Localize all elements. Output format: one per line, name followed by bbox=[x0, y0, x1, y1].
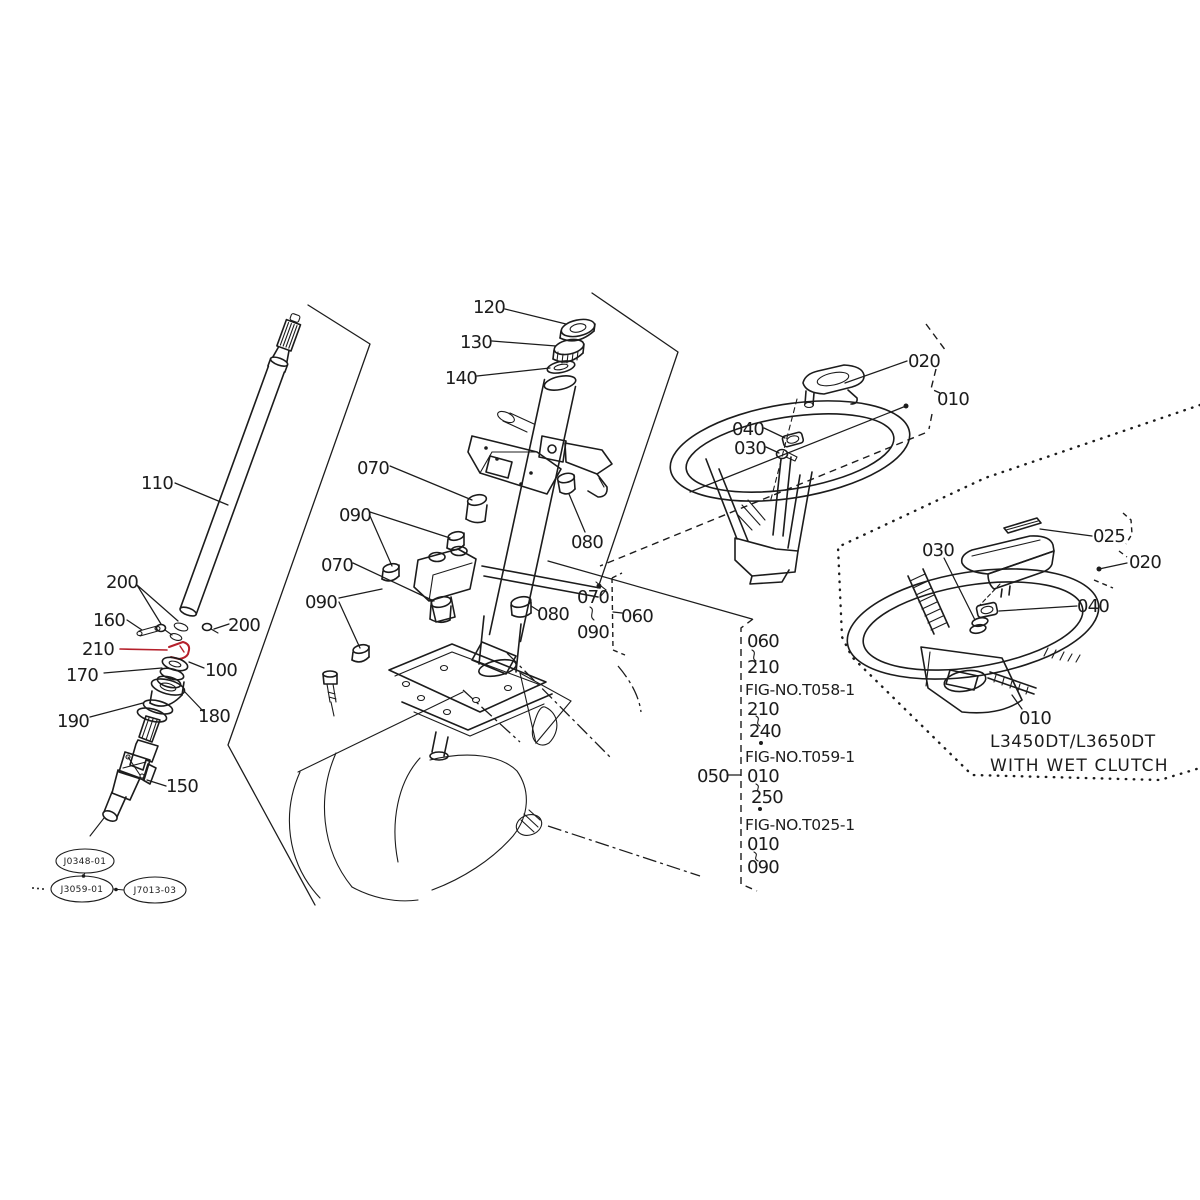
boundary-lines bbox=[227, 292, 1200, 906]
part-callout-200: 200 bbox=[106, 572, 138, 593]
bushing-080-lower bbox=[510, 595, 532, 618]
part-callout-140: 140 bbox=[445, 368, 477, 389]
part-callout-200: 200 bbox=[228, 615, 260, 636]
part-callout-030: 030 bbox=[922, 540, 954, 561]
part-callout-180: 180 bbox=[198, 706, 230, 727]
part-callout-190: 190 bbox=[57, 711, 89, 732]
callout-labels: 120 130 140 110 070 090 070 090 080 080 070 090 060 2… bbox=[57, 297, 1162, 896]
steering-wheel-upper-drawing bbox=[669, 364, 911, 585]
pin-160 bbox=[136, 625, 161, 637]
job-code: J0348-01 bbox=[63, 857, 107, 867]
part-callout-100: 100 bbox=[205, 660, 237, 681]
parts-list-item: 250 bbox=[751, 787, 783, 808]
parts-list-bracket-label: 050 bbox=[697, 766, 729, 787]
part-callout-160: 160 bbox=[93, 610, 125, 631]
nut-040-wetclutch bbox=[975, 601, 999, 619]
part-callout-010: 010 bbox=[937, 389, 969, 410]
highlighted-part-210 bbox=[168, 641, 191, 660]
part-callout-150: 150 bbox=[166, 776, 198, 797]
bolt-200-right bbox=[201, 622, 219, 634]
parts-list-item: 060 bbox=[747, 631, 779, 652]
part-callout-090: 090 bbox=[577, 622, 609, 643]
part-callout-210: 210 bbox=[82, 639, 114, 660]
part-callout-025: 025 bbox=[1093, 526, 1125, 547]
horn-cap-upper bbox=[802, 364, 865, 409]
nut-040-upper bbox=[781, 431, 805, 448]
steering-wheel-wetclutch-drawing bbox=[846, 517, 1100, 714]
part-callout-040: 040 bbox=[1077, 596, 1109, 617]
wheel-note-model: L3450DT/L3650DT bbox=[990, 732, 1156, 752]
wheel-note: L3450DT/L3650DT WITH WET CLUTCH bbox=[990, 732, 1169, 776]
part-callout-030: 030 bbox=[734, 438, 766, 459]
parts-list-item: 210 bbox=[747, 699, 779, 720]
part-callout-130: 130 bbox=[460, 332, 492, 353]
part-callout-170: 170 bbox=[66, 665, 98, 686]
part-callout-010: 010 bbox=[1019, 708, 1051, 729]
job-code: J7013-03 bbox=[133, 886, 177, 896]
job-code: J3059-01 bbox=[60, 885, 104, 895]
part-callout-080: 080 bbox=[571, 532, 603, 553]
parts-list-item: 210 bbox=[747, 657, 779, 678]
part-callout-090: 090 bbox=[339, 505, 371, 526]
bolt-lower-left bbox=[322, 670, 338, 717]
parts-list-item: FIG-NO.T058-1 bbox=[745, 681, 855, 699]
part-callout-040: 040 bbox=[732, 419, 764, 440]
part-callout-020: 020 bbox=[1129, 552, 1161, 573]
parts-list-item: 010 bbox=[747, 766, 779, 787]
job-code-flowchart bbox=[32, 848, 187, 904]
parts-list-item: FIG-NO.T025-1 bbox=[745, 816, 855, 834]
parts-list-item: FIG-NO.T059-1 bbox=[745, 748, 855, 766]
bushing-090-c bbox=[351, 643, 370, 663]
emblem-strip-025 bbox=[1003, 517, 1042, 534]
leader-lines bbox=[89, 308, 1128, 862]
wheel-note-variant: WITH WET CLUTCH bbox=[990, 756, 1169, 776]
parts-list-item: 010 bbox=[747, 834, 779, 855]
bolt-030-wetclutch bbox=[969, 616, 989, 635]
horn-pad-wetclutch bbox=[960, 535, 1055, 598]
parts-list-item: 240 bbox=[749, 721, 781, 742]
tractor-body-phantom bbox=[288, 652, 701, 902]
part-callout-120: 120 bbox=[473, 297, 505, 318]
part-callout-090: 090 bbox=[305, 592, 337, 613]
part-callout-070: 070 bbox=[357, 458, 389, 479]
bushing-070-upper bbox=[465, 493, 488, 524]
parts-list-item: 090 bbox=[747, 857, 779, 878]
part-callout-070: 070 bbox=[577, 587, 609, 608]
bushing-070-lower bbox=[429, 595, 452, 624]
part-callout-110: 110 bbox=[141, 473, 173, 494]
part-callout-060: 060 bbox=[621, 606, 653, 627]
part-callout-080: 080 bbox=[537, 604, 569, 625]
part-callout-070: 070 bbox=[321, 555, 353, 576]
part-callout-020: 020 bbox=[908, 351, 940, 372]
